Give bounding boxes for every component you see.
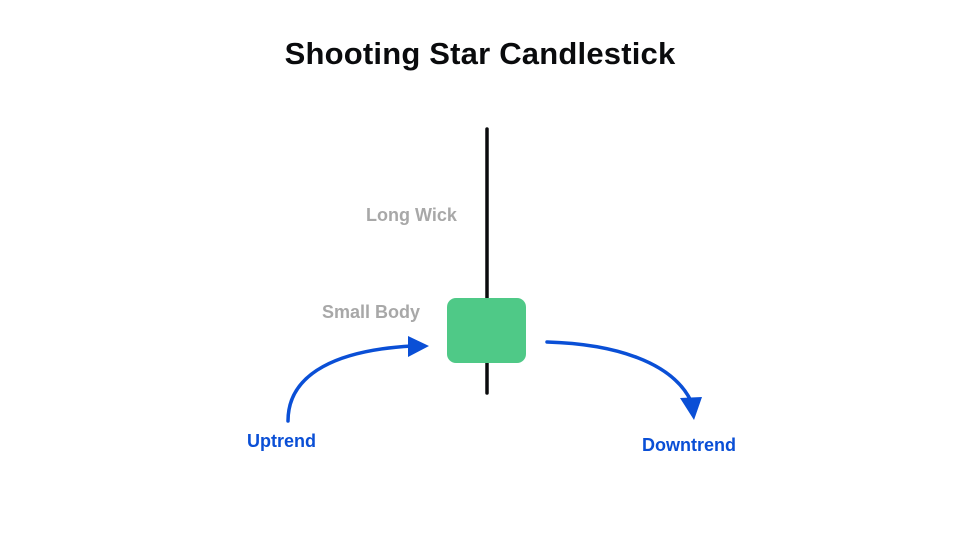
uptrend-arrow-curve <box>286 344 414 423</box>
uptrend-label: Uptrend <box>247 431 316 451</box>
diagram-title: Shooting Star Candlestick <box>284 36 676 71</box>
candle-body <box>447 298 526 363</box>
downtrend-arrowhead-icon <box>680 397 702 420</box>
downtrend-arrow-curve <box>545 340 693 403</box>
small-body-label: Small Body <box>322 302 421 322</box>
downtrend-label: Downtrend <box>642 435 736 455</box>
long-wick-label: Long Wick <box>366 205 457 225</box>
uptrend-arrowhead-icon <box>408 336 429 357</box>
